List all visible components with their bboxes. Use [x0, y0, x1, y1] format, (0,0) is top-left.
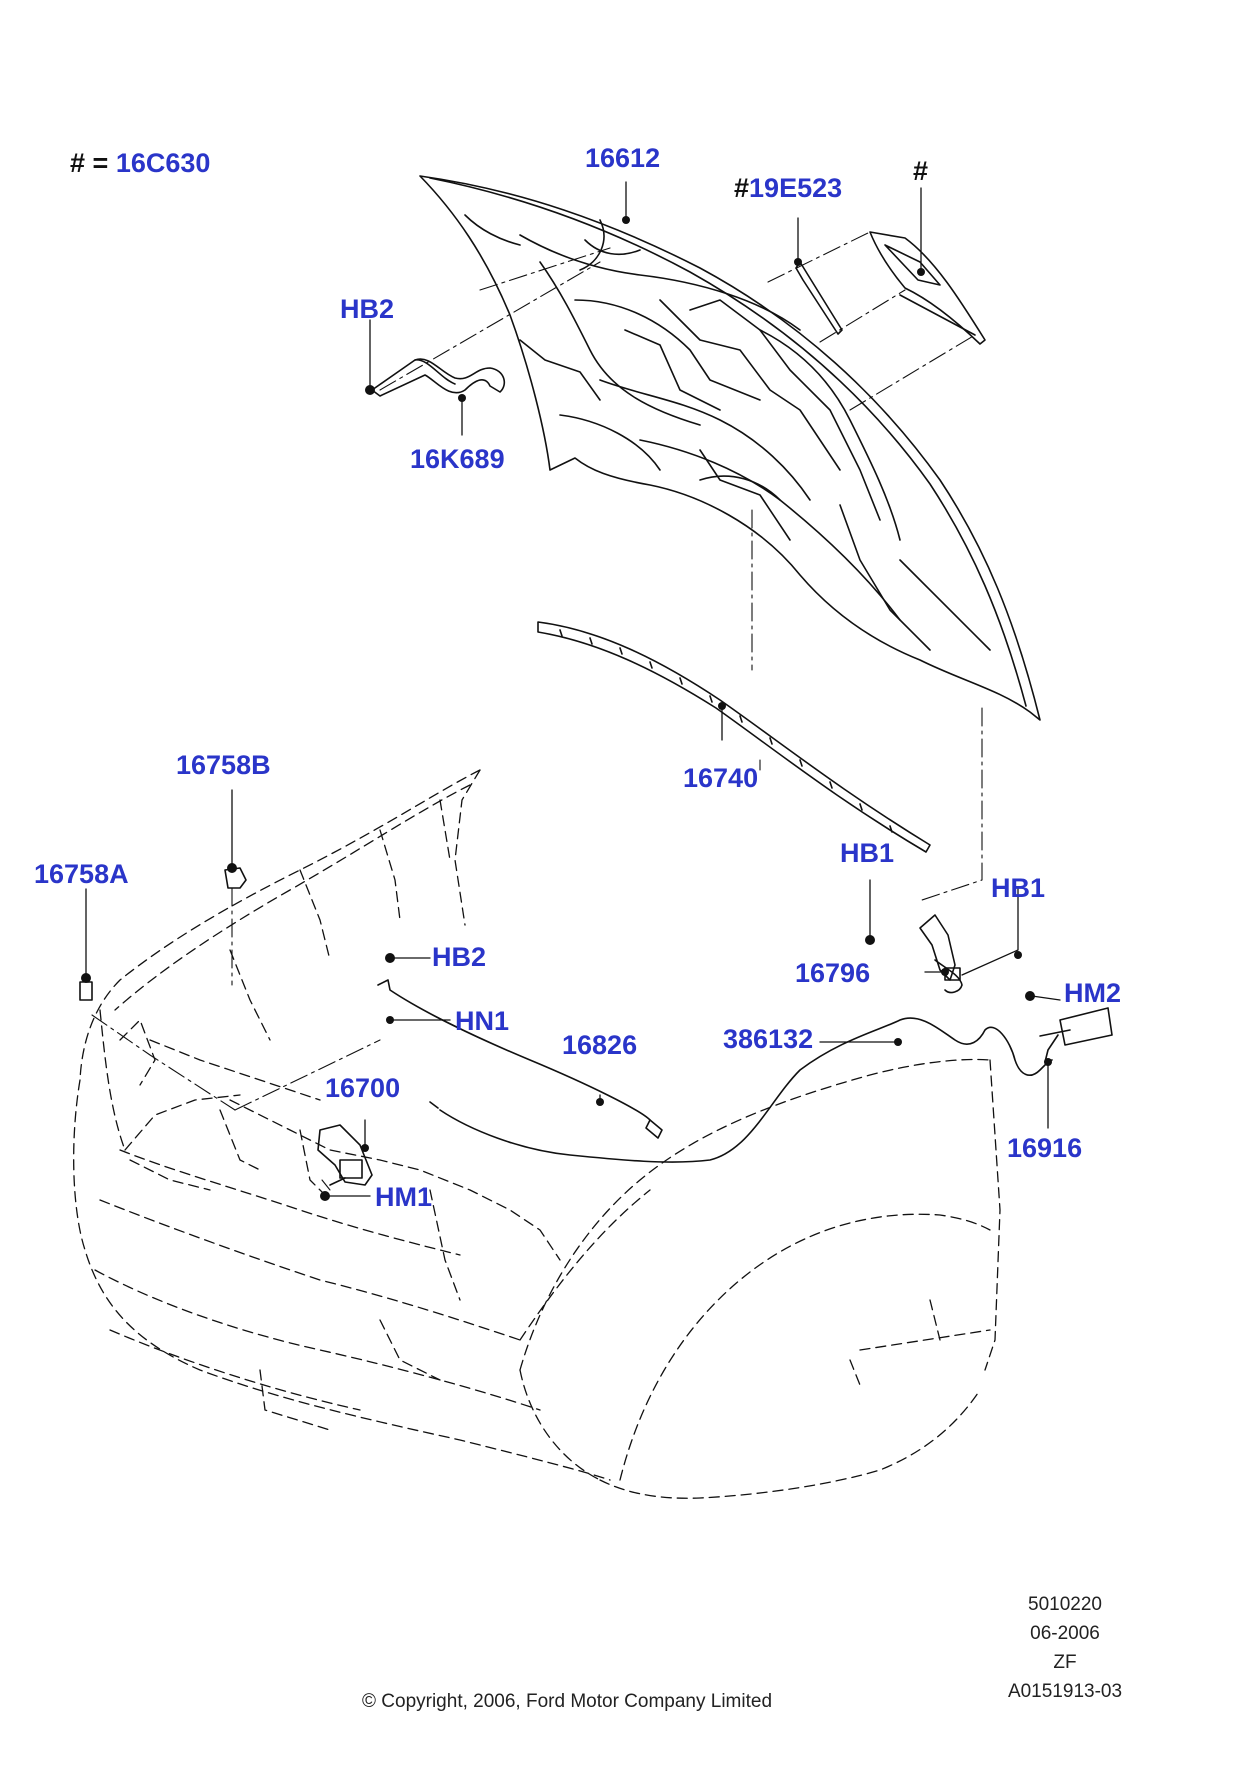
label-seal: 16740 [683, 763, 759, 793]
fastener-dots [81, 216, 1052, 1201]
legend-equals: = [92, 148, 109, 178]
legend-code: 16C630 [115, 148, 211, 178]
label-hn1: HN1 [455, 1006, 510, 1036]
vehicle-body-outline [73, 769, 1001, 1499]
bumper-b [224, 867, 247, 889]
label-bumper-b: 16758B [176, 750, 271, 780]
drawing-info: 5010220 06-2006 ZF A0151913-03 [990, 1590, 1140, 1706]
hood-prop-rod [795, 261, 843, 335]
hood-panel [419, 175, 1041, 721]
label-hood: 16612 [585, 143, 661, 173]
label-hinge-bolt-right: HB1 [991, 873, 1046, 903]
label-latch-rod: 16K689 [410, 444, 505, 474]
label-hinge-bolt-left: HB1 [840, 838, 895, 868]
drawing-ref: 5010220 [1028, 1594, 1102, 1615]
legend: # = 16C630 [70, 150, 210, 177]
label-latch: 16700 [325, 1073, 401, 1103]
release-handle [1039, 1007, 1113, 1063]
leader-lines [85, 181, 1061, 1197]
hood-insulator [869, 231, 986, 345]
copyright: © Copyright, 2006, Ford Motor Company Li… [362, 1691, 773, 1712]
label-insulator-hash: # [913, 156, 929, 186]
label-hm2: HM2 [1064, 978, 1122, 1008]
label-hm1: HM1 [375, 1182, 433, 1212]
drawing-date: 06-2006 [1030, 1623, 1100, 1644]
label-prop-rod: #19E523 [734, 175, 842, 202]
label-prop-rod-hash: # [734, 173, 750, 203]
hood-latch-bracket [371, 358, 506, 397]
release-cable [377, 979, 1051, 1163]
hood-seal-strip [537, 621, 931, 853]
label-hinge: 16796 [795, 958, 871, 988]
label-hb2-mid: HB2 [432, 942, 487, 972]
label-release-cable: 16826 [562, 1030, 638, 1060]
label-release-handle: 16916 [1007, 1133, 1083, 1163]
label-hb2-top: HB2 [340, 294, 395, 324]
label-bumper-a: 16758A [34, 859, 129, 889]
drawing-number: A0151913-03 [1007, 1681, 1123, 1702]
hood-latch [317, 1124, 373, 1186]
drawing-code: ZF [1053, 1652, 1077, 1673]
label-cable-clip: 386132 [723, 1024, 814, 1054]
hood-hinge [919, 914, 963, 994]
assembly-lines [91, 231, 983, 1191]
legend-symbol: # [70, 148, 86, 178]
label-prop-rod-code: 19E523 [749, 173, 843, 203]
